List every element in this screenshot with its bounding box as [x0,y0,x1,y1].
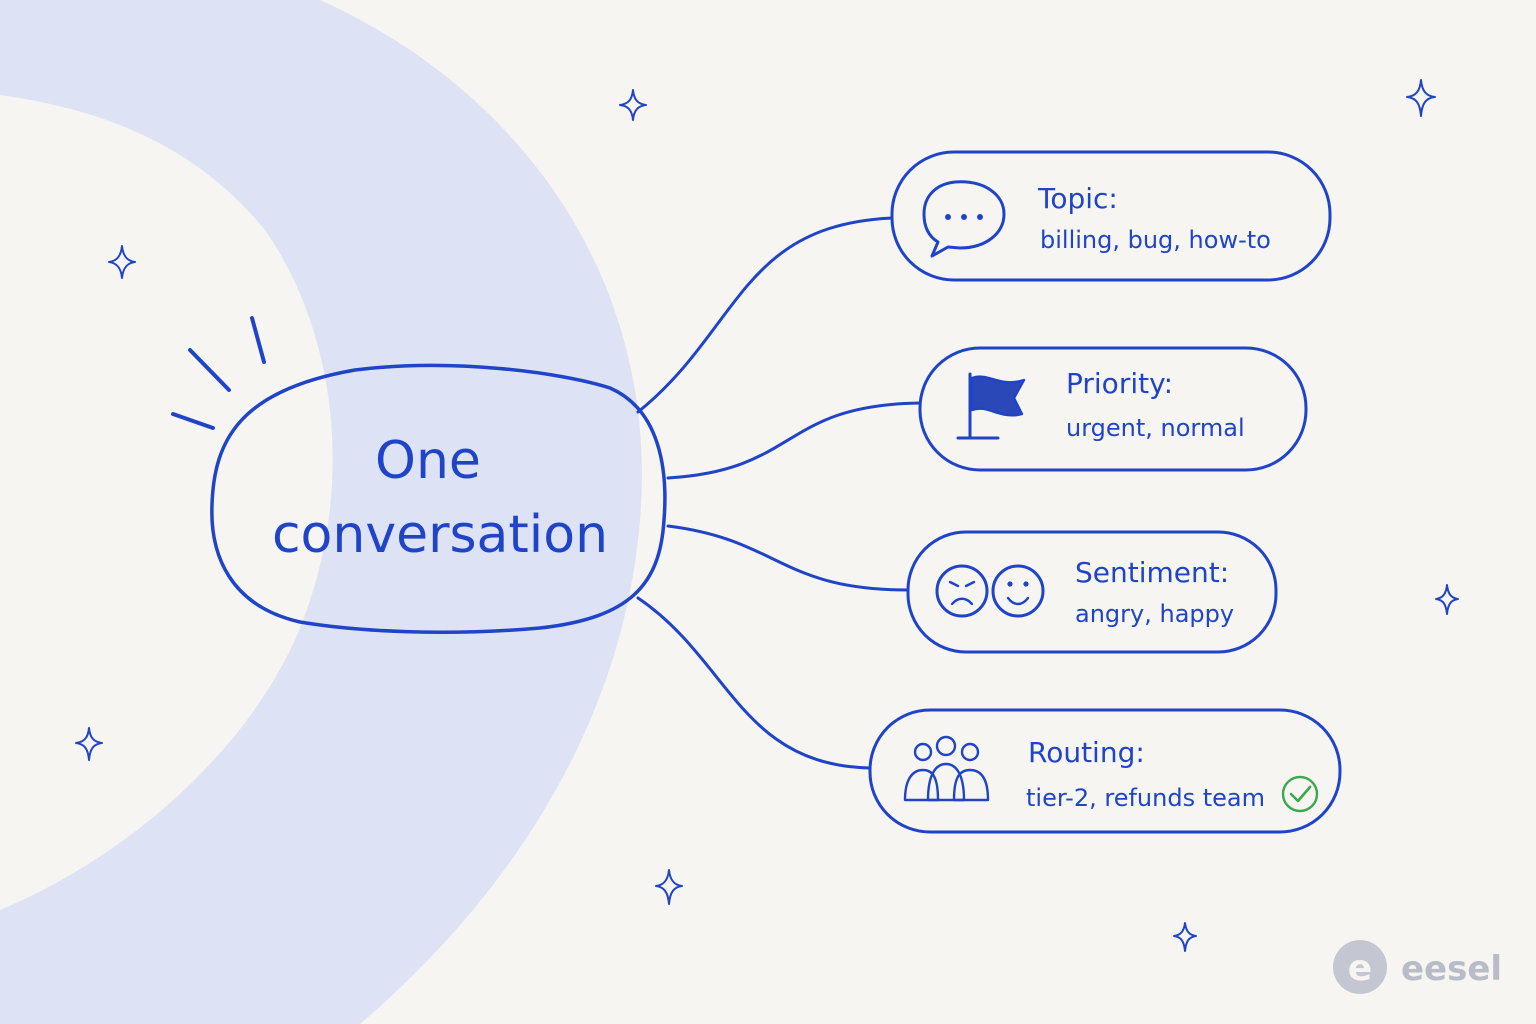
topic-detail: billing, bug, how-to [1040,226,1271,254]
angry-happy-faces-icon [935,564,1045,618]
check-circle-icon [1281,775,1319,813]
sparkle-icon [1435,584,1459,615]
center-node: One conversation [210,363,667,635]
sparkle-icon [75,727,103,761]
connectors [636,216,922,770]
flag-icon [956,372,1026,440]
routing-title: Routing: [1028,736,1145,769]
sentiment-node: Sentiment: angry, happy [906,530,1278,654]
team-people-icon [903,735,990,802]
center-title-line2: conversation [272,505,608,565]
sparkle-icon [108,245,136,279]
center-title-line1: One [375,431,481,491]
sparkle-icon [655,869,683,905]
sparkle-icon [1173,922,1197,952]
connector-priority [666,401,922,480]
emphasis-marks [171,316,266,430]
topic-node: Topic: billing, bug, how-to [890,150,1332,282]
connector-sentiment [666,524,910,592]
eesel-logo: e eesel [1333,940,1502,994]
sparkle-decorations [75,79,1459,952]
sentiment-title: Sentiment: [1075,556,1229,589]
sparkle-icon [1406,79,1436,117]
brand-name: eesel [1401,949,1502,989]
connector-topic [636,216,894,414]
logo-letter: e [1348,948,1372,989]
routing-detail: tier-2, refunds team [1026,784,1265,812]
priority-node: Priority: urgent, normal [918,346,1308,472]
sparkle-icon [619,89,647,121]
routing-node: Routing: tier-2, refunds team [868,708,1342,834]
topic-title: Topic: [1037,182,1118,215]
priority-detail: urgent, normal [1066,414,1245,442]
speech-bubble-icon [922,180,1006,258]
connector-routing [636,596,872,770]
priority-title: Priority: [1066,367,1173,400]
background-arc [0,0,642,1024]
sentiment-detail: angry, happy [1075,600,1234,628]
